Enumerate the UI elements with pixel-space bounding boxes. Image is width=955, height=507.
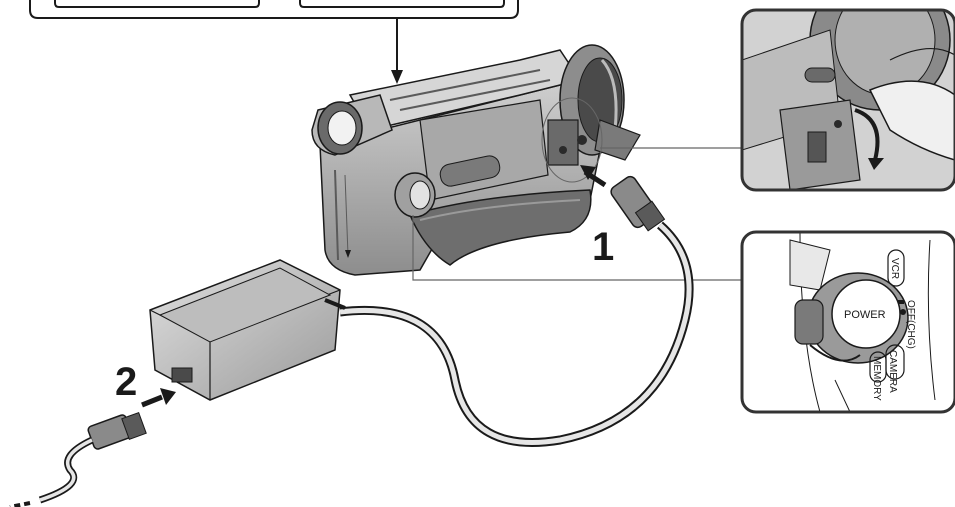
- camcorder: [311, 44, 641, 276]
- dial-label-camera: CAMERA: [887, 350, 898, 393]
- dc-plug: [610, 175, 666, 232]
- mains-cord: [9, 436, 94, 507]
- upper-frame-fragment: [29, 0, 519, 19]
- inset-jack-cover: [740, 8, 955, 192]
- dial-label-vcr: VCR: [889, 258, 900, 279]
- dc-cable: [339, 221, 694, 447]
- insert-arrow-adapter: [141, 388, 176, 408]
- mains-plug: [87, 411, 147, 450]
- dial-label-memory: MEMORY: [871, 356, 882, 401]
- ac-adapter: [149, 259, 346, 401]
- leader-lines: [412, 147, 742, 281]
- step-number-1: 1: [592, 225, 614, 269]
- dial-label-off-chg: OFF(CHG): [905, 300, 916, 349]
- step-number-2: 2: [115, 360, 137, 404]
- inset-power-switch: POWER VCR OFF(CHG) CAMERA MEMORY: [740, 230, 955, 414]
- dial-label-power: POWER: [844, 309, 886, 321]
- pointer-arrow-down: [391, 18, 403, 84]
